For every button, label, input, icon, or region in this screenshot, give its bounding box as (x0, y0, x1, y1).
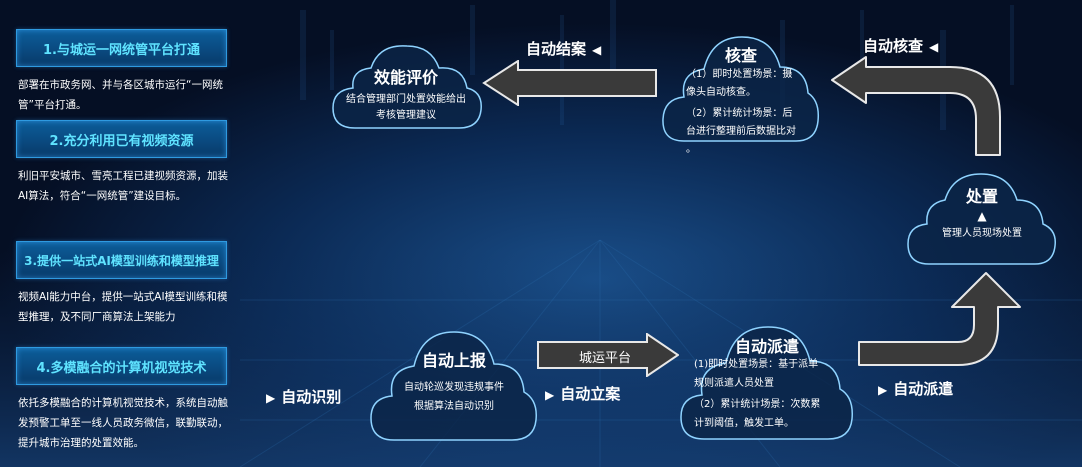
card-2-desc: 利旧平安城市、雪亮工程已建视频资源，加装AI算法，符合“一网统管”建设目标。 (18, 170, 228, 202)
label-auto-identify: ▶自动识别 (266, 388, 342, 406)
label-auto-check: 自动核查◀ (863, 37, 939, 55)
evaluate-line-2: 考核管理建议 (376, 110, 436, 121)
dispatch-title: 自动派遣 (734, 337, 799, 356)
play-left-icon: ◀ (929, 40, 939, 54)
check-line-4: 台进行整理前后数据比对 (686, 126, 796, 137)
handle-title: 处置 (965, 187, 998, 206)
label-auto-close: 自动结案◀ (526, 40, 602, 58)
report-line-2: 根据算法自动识别 (414, 401, 494, 412)
dispatch-line-4: 计到阈值，触发工单。 (694, 418, 794, 429)
evaluate-title: 效能评价 (373, 68, 438, 87)
platform-label: 城运平台 (578, 351, 631, 366)
card-2-title: 2.充分利用已有视频资源 (16, 120, 227, 158)
report-title: 自动上报 (421, 351, 486, 370)
card-4-desc: 依托多模融合的计算机视觉技术，系统自动触发预警工单至一线人员政务微信，联勤联动，… (18, 397, 228, 449)
card-3-desc: 视频AI能力中台，提供一站式AI模型训练和模型推理，及不同厂商算法上架能力 (18, 291, 228, 323)
play-right-icon: ▶ (266, 391, 276, 405)
card-4-title: 4.多模融合的计算机视觉技术 (16, 347, 227, 385)
platform-arrow (537, 333, 679, 377)
dispatch-line-3: （2）累计统计场景：次数累 (694, 399, 821, 410)
check-cloud: 核查 （1）即时处置场景：摄 像头自动核查。 （2）累计统计场景：后 台进行整理… (660, 27, 822, 157)
label-auto-filing: ▶自动立案 (545, 385, 621, 403)
handle-to-check-arrow (831, 56, 1001, 156)
card-3-title: 3.提供一站式AI模型训练和模型推理 (16, 241, 227, 279)
dispatch-line-1: (1)即时处置场景：基于派单 (694, 359, 819, 370)
card-1-title: 1.与城运一网统管平台打通 (16, 29, 227, 67)
play-left-icon: ◀ (592, 43, 602, 57)
handle-cloud: 处置 ▲ 管理人员现场处置 (905, 166, 1059, 270)
report-line-1: 自动轮巡发现违规事件 (404, 382, 504, 393)
play-right-icon: ▶ (878, 383, 888, 397)
label-auto-dispatch: ▶自动派遣 (878, 380, 954, 398)
close-arrow (482, 60, 657, 106)
dispatch-line-2: 规则派遣人员处置 (694, 378, 774, 389)
check-line-1: （1）即时处置场景：摄 (686, 69, 793, 80)
handle-marker: ▲ (977, 209, 987, 223)
check-line-5: 。 (686, 144, 696, 155)
check-line-2: 像头自动核查。 (686, 87, 756, 98)
dispatch-to-handle-arrow (858, 272, 1021, 366)
report-cloud: 自动上报 自动轮巡发现违规事件 根据算法自动识别 (368, 318, 540, 446)
check-title: 核查 (724, 46, 757, 65)
evaluate-line-1: 结合管理部门处置效能给出 (346, 94, 466, 105)
handle-line-1: 管理人员现场处置 (942, 228, 1022, 239)
card-1-desc: 部署在市政务网、并与各区城市运行“一网统管”平台打通。 (18, 79, 223, 111)
play-right-icon: ▶ (545, 388, 555, 402)
check-line-3: （2）累计统计场景：后 (686, 108, 793, 119)
dispatch-cloud: 自动派遣 (1)即时处置场景：基于派单 规则派遣人员处置 （2）累计统计场景：次… (678, 315, 856, 447)
evaluate-cloud: 效能评价 结合管理部门处置效能给出 考核管理建议 (327, 36, 485, 134)
